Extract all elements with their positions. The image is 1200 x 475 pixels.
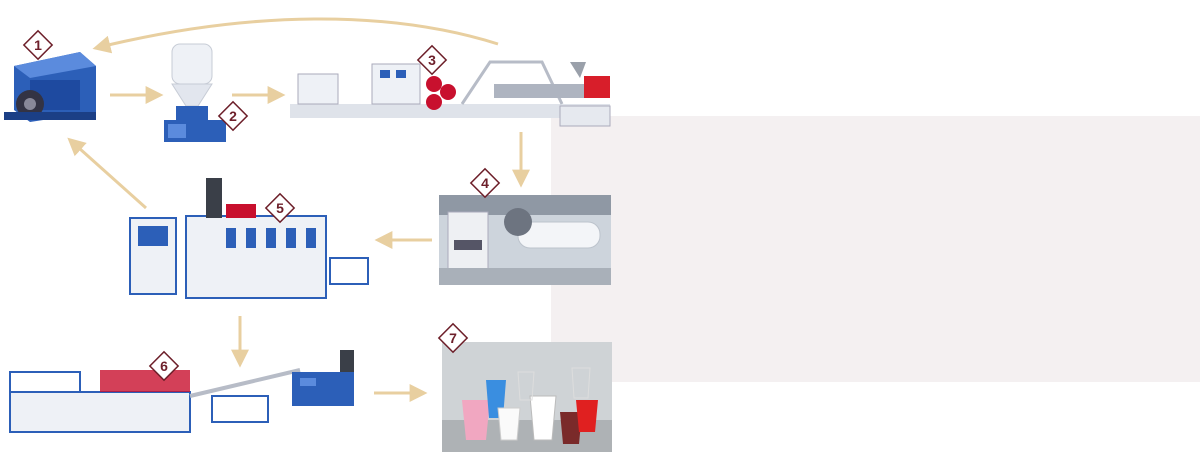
crusher-machine	[4, 52, 96, 122]
finished-cups	[442, 342, 612, 452]
step-number-5: 5	[276, 200, 284, 216]
arrow-3-to-1-return	[92, 17, 499, 54]
mixer-hopper	[164, 43, 226, 142]
step-badge-7: 7	[437, 322, 469, 354]
step-badge-5: 5	[264, 192, 296, 224]
sheet-extruder-line	[290, 60, 611, 127]
step-number-6: 6	[160, 358, 168, 374]
step-badge-1: 1	[22, 29, 54, 61]
step-badge-3: 3	[416, 44, 448, 76]
background-panel	[551, 116, 1200, 382]
step-badge-6: 6	[148, 350, 180, 382]
sheet-roll	[439, 195, 611, 285]
step-number-2: 2	[229, 108, 237, 124]
flow-arrows	[67, 17, 530, 402]
step-badge-4: 4	[469, 167, 501, 199]
cup-stacking-line	[9, 350, 354, 433]
step-number-7: 7	[449, 330, 457, 346]
thermoforming-machine	[129, 178, 369, 299]
step-number-1: 1	[34, 37, 42, 53]
step-number-4: 4	[481, 175, 489, 191]
arrow-5-to-1-return	[67, 137, 148, 210]
step-badges: 1 2 3 4 5 6 7	[22, 29, 501, 382]
step-number-3: 3	[428, 52, 436, 68]
step-badge-2: 2	[217, 100, 249, 132]
